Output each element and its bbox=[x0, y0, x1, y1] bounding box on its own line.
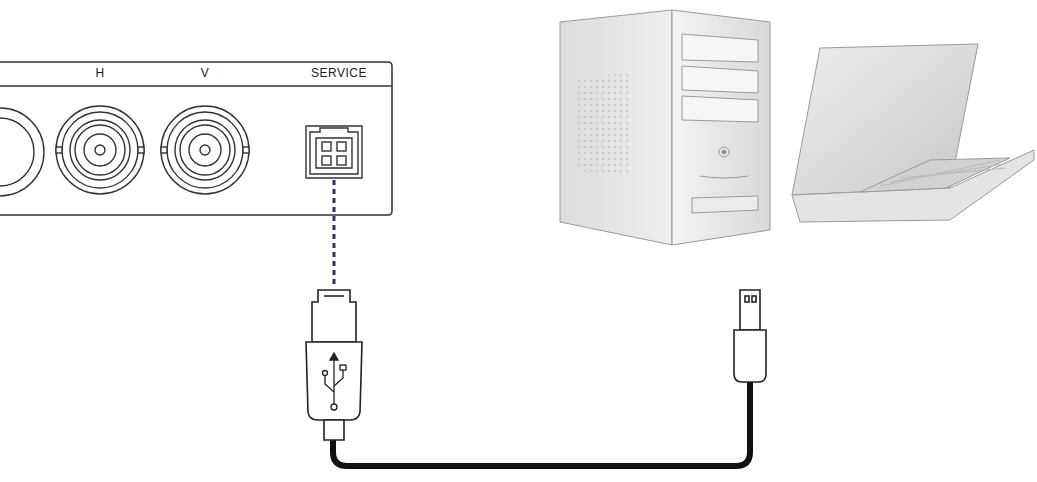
panel-label: H bbox=[95, 66, 104, 80]
panel-label: V bbox=[201, 66, 210, 80]
usb-b-plug bbox=[306, 290, 362, 440]
laptop-computer bbox=[792, 44, 1034, 222]
usb-cable bbox=[333, 382, 750, 466]
bnc-connectors bbox=[0, 106, 249, 196]
usb-b-port bbox=[306, 126, 362, 178]
desktop-computer bbox=[560, 10, 770, 245]
panel-label: SERVICE bbox=[311, 66, 367, 80]
plug-guide bbox=[333, 180, 336, 286]
usb-a-plug bbox=[734, 290, 766, 382]
